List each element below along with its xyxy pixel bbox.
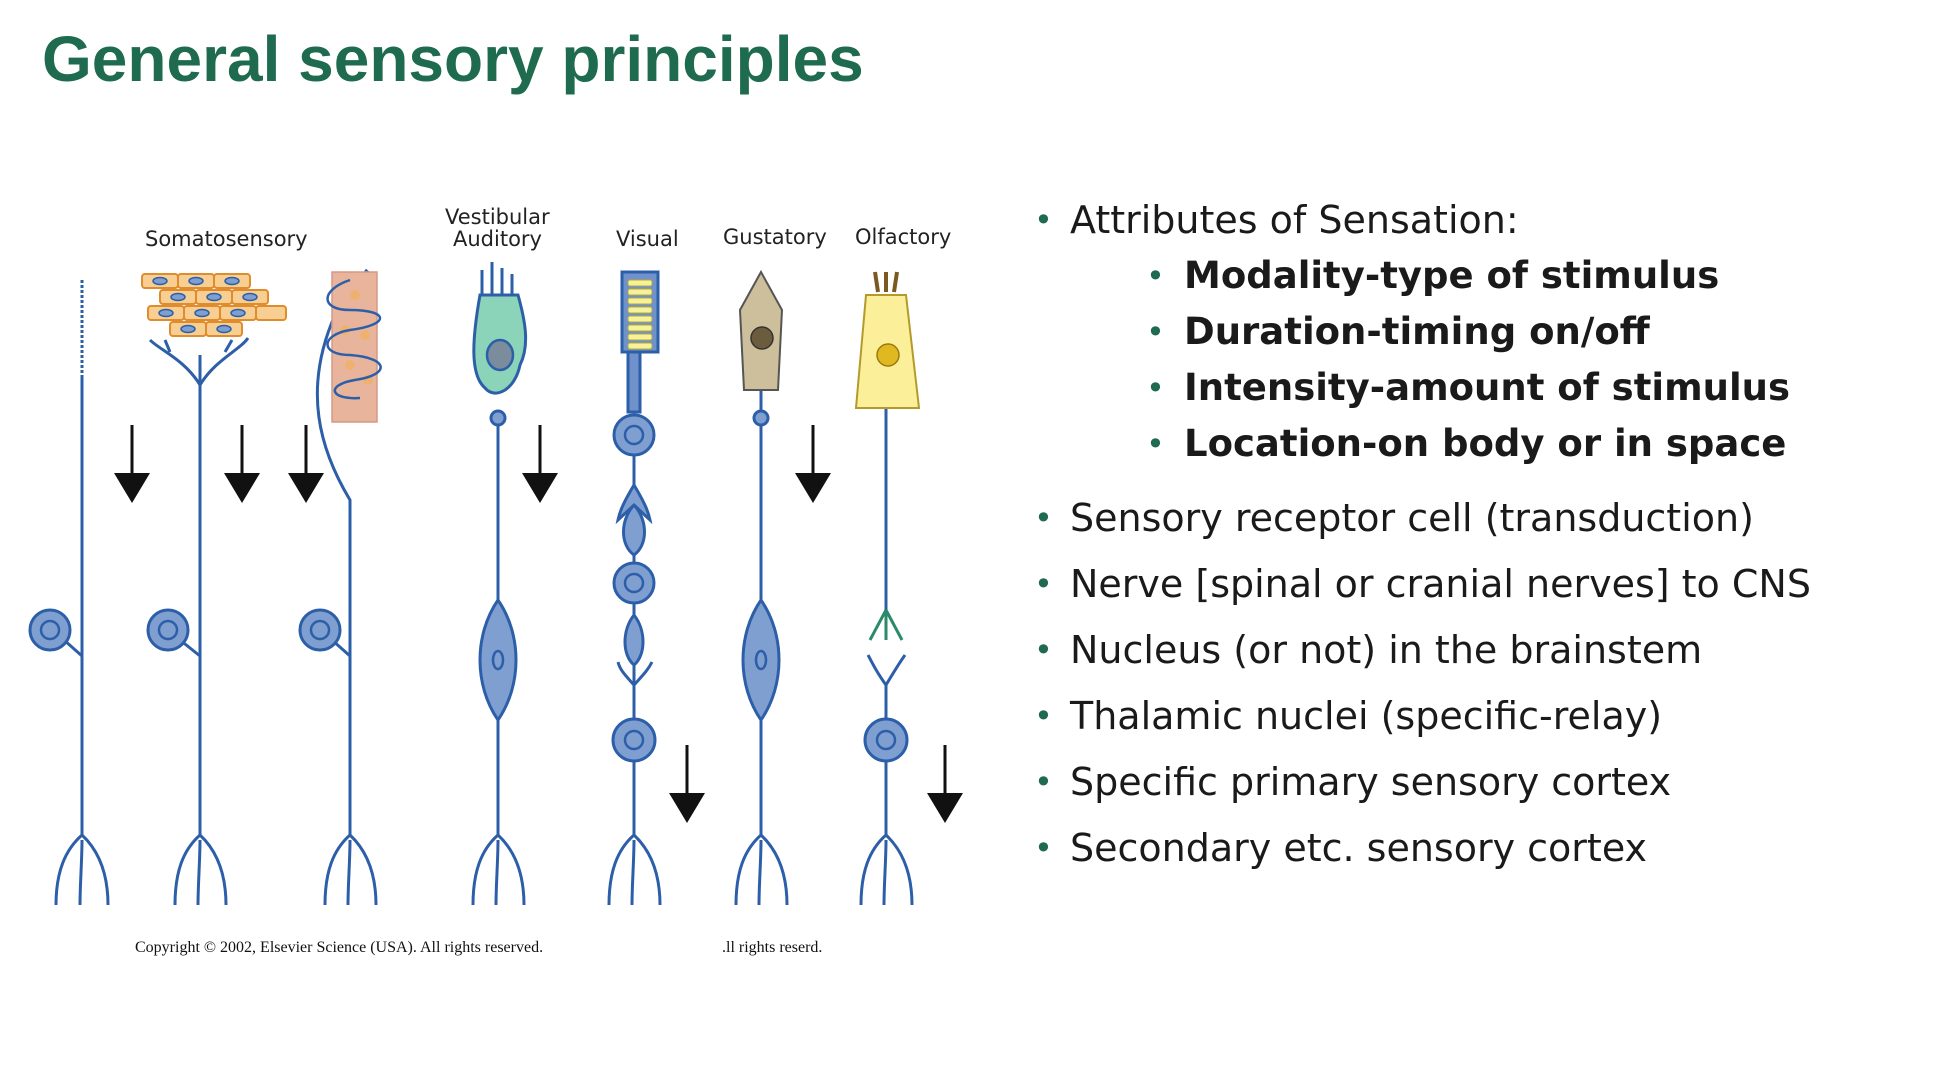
cell-body-1 [28, 608, 72, 652]
rod-photoreceptor [620, 270, 660, 414]
bullet-text: Nucleus (or not) in the brainstem [1070, 628, 1703, 672]
bullet-secondary-cortex: • Secondary etc. sensory cortex [1030, 826, 1910, 870]
bullet-nucleus: • Nucleus (or not) in the brainstem [1030, 628, 1910, 672]
label-auditory: Auditory [453, 227, 542, 251]
bullet-dot-icon: • [1146, 257, 1165, 295]
skin-cells [141, 273, 287, 337]
encapsulated-corpuscle [326, 271, 382, 423]
bullet-list: • Attributes of Sensation: • Modality-typ… [1030, 198, 1910, 892]
bullet-dot-icon: • [1034, 499, 1053, 537]
olfactory-receptor-cell [854, 271, 921, 409]
neuron-gustatory [734, 350, 789, 906]
spindle-cell-auditory [478, 597, 518, 723]
cell-body-olfactory [863, 717, 909, 763]
copyright-notice: Copyright © 2002, Elsevier Science (USA)… [135, 939, 543, 956]
bullet-text: Attributes of Sensation: [1070, 198, 1519, 242]
bullet-dot-icon: • [1034, 697, 1053, 735]
bullet-text: Specific primary sensory cortex [1070, 760, 1672, 804]
label-somatosensory: Somatosensory [145, 227, 308, 251]
bullet-dot-icon: • [1034, 631, 1053, 669]
visual-bipolar-bottom [623, 612, 645, 667]
bullet-text: Sensory receptor cell (transduction) [1070, 496, 1754, 540]
auditory-terminal [489, 409, 507, 427]
sub-bullet-text: Modality-type of stimulus [1184, 254, 1720, 297]
sub-bullet-location: • Location-on body or in space [1146, 422, 1910, 466]
sub-bullet-intensity: • Intensity-amount of stimulus [1146, 366, 1910, 410]
sub-bullet-text: Intensity-amount of stimulus [1184, 366, 1791, 409]
sensory-pathways-figure: Somatosensory Vestibular Auditory Visual… [20, 200, 970, 970]
bullet-dot-icon: • [1146, 313, 1165, 351]
cell-body-visual-bipolar [612, 561, 656, 605]
bullet-dot-icon: • [1034, 763, 1053, 801]
spindle-cell-gustatory [741, 597, 781, 723]
bullet-dot-icon: • [1146, 369, 1165, 407]
bullet-text: Secondary etc. sensory cortex [1070, 826, 1648, 870]
bullet-dot-icon: • [1034, 565, 1053, 603]
neuron-free-ending [54, 280, 110, 906]
sensory-neuron-diagram: Somatosensory Vestibular Auditory Visual… [28, 205, 963, 956]
copyright-fragment: .ll rights reserd. [722, 939, 822, 956]
bullet-thalamic: • Thalamic nuclei (specific-relay) [1030, 694, 1910, 738]
cell-body-visual-ganglion [611, 717, 657, 763]
attributes-sublist: • Modality-type of stimulus • Duration-tim… [1070, 254, 1910, 466]
bullet-dot-icon: • [1034, 829, 1053, 867]
bullet-receptor: • Sensory receptor cell (transduction) [1030, 496, 1910, 540]
label-vestibular: Vestibular [445, 205, 550, 229]
label-gustatory: Gustatory [723, 225, 827, 249]
visual-synapse [615, 465, 653, 525]
bullet-dot-icon: • [1146, 425, 1165, 463]
sub-bullet-duration: • Duration-timing on/off [1146, 310, 1910, 354]
signal-direction-arrows [114, 425, 963, 823]
bullet-text: Thalamic nuclei (specific-relay) [1070, 694, 1663, 738]
bullet-primary-cortex: • Specific primary sensory cortex [1030, 760, 1910, 804]
page-title: General sensory principles [42, 23, 864, 95]
sub-bullet-text: Location-on body or in space [1184, 422, 1787, 465]
bullet-dot-icon: • [1034, 201, 1053, 239]
cell-body-3 [298, 608, 342, 652]
bullet-text: Nerve [spinal or cranial nerves] to CNS [1070, 562, 1811, 606]
label-olfactory: Olfactory [855, 225, 951, 249]
gustatory-terminal [752, 409, 770, 427]
bullet-attributes: • Attributes of Sensation: • Modality-typ… [1030, 198, 1910, 466]
sub-bullet-modality: • Modality-type of stimulus [1146, 254, 1910, 298]
visual-bipolar-top [622, 502, 646, 557]
cell-body-2 [146, 608, 190, 652]
neuron-olfactory [859, 350, 914, 906]
cell-body-visual-rod [612, 413, 656, 457]
bullet-nerve: • Nerve [spinal or cranial nerves] to CNS [1030, 562, 1910, 606]
label-visual: Visual [616, 227, 679, 251]
sub-bullet-text: Duration-timing on/off [1184, 310, 1650, 353]
